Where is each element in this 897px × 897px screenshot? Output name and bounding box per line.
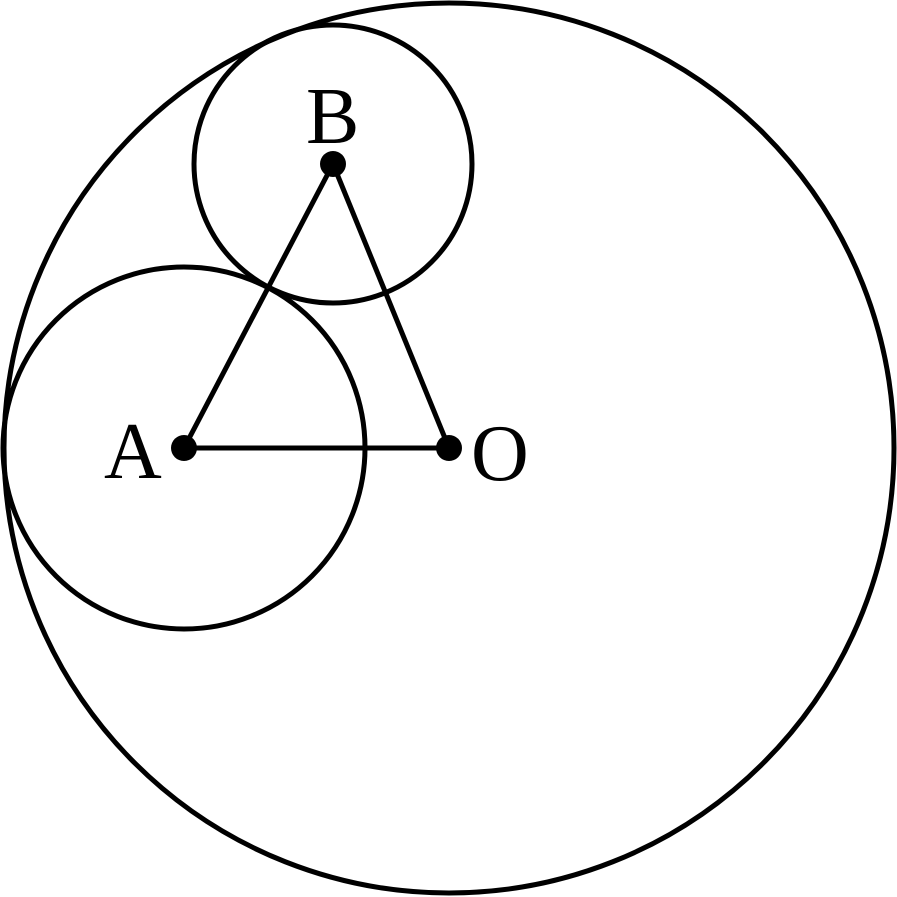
point-o (436, 435, 462, 461)
point-a (171, 435, 197, 461)
segment-bo (330, 163, 452, 449)
label-o: O (471, 410, 529, 498)
circle-b (191, 22, 475, 306)
label-b: B (306, 73, 359, 161)
point-b (320, 151, 346, 177)
segment-ab (181, 162, 336, 450)
label-a: A (104, 408, 162, 496)
